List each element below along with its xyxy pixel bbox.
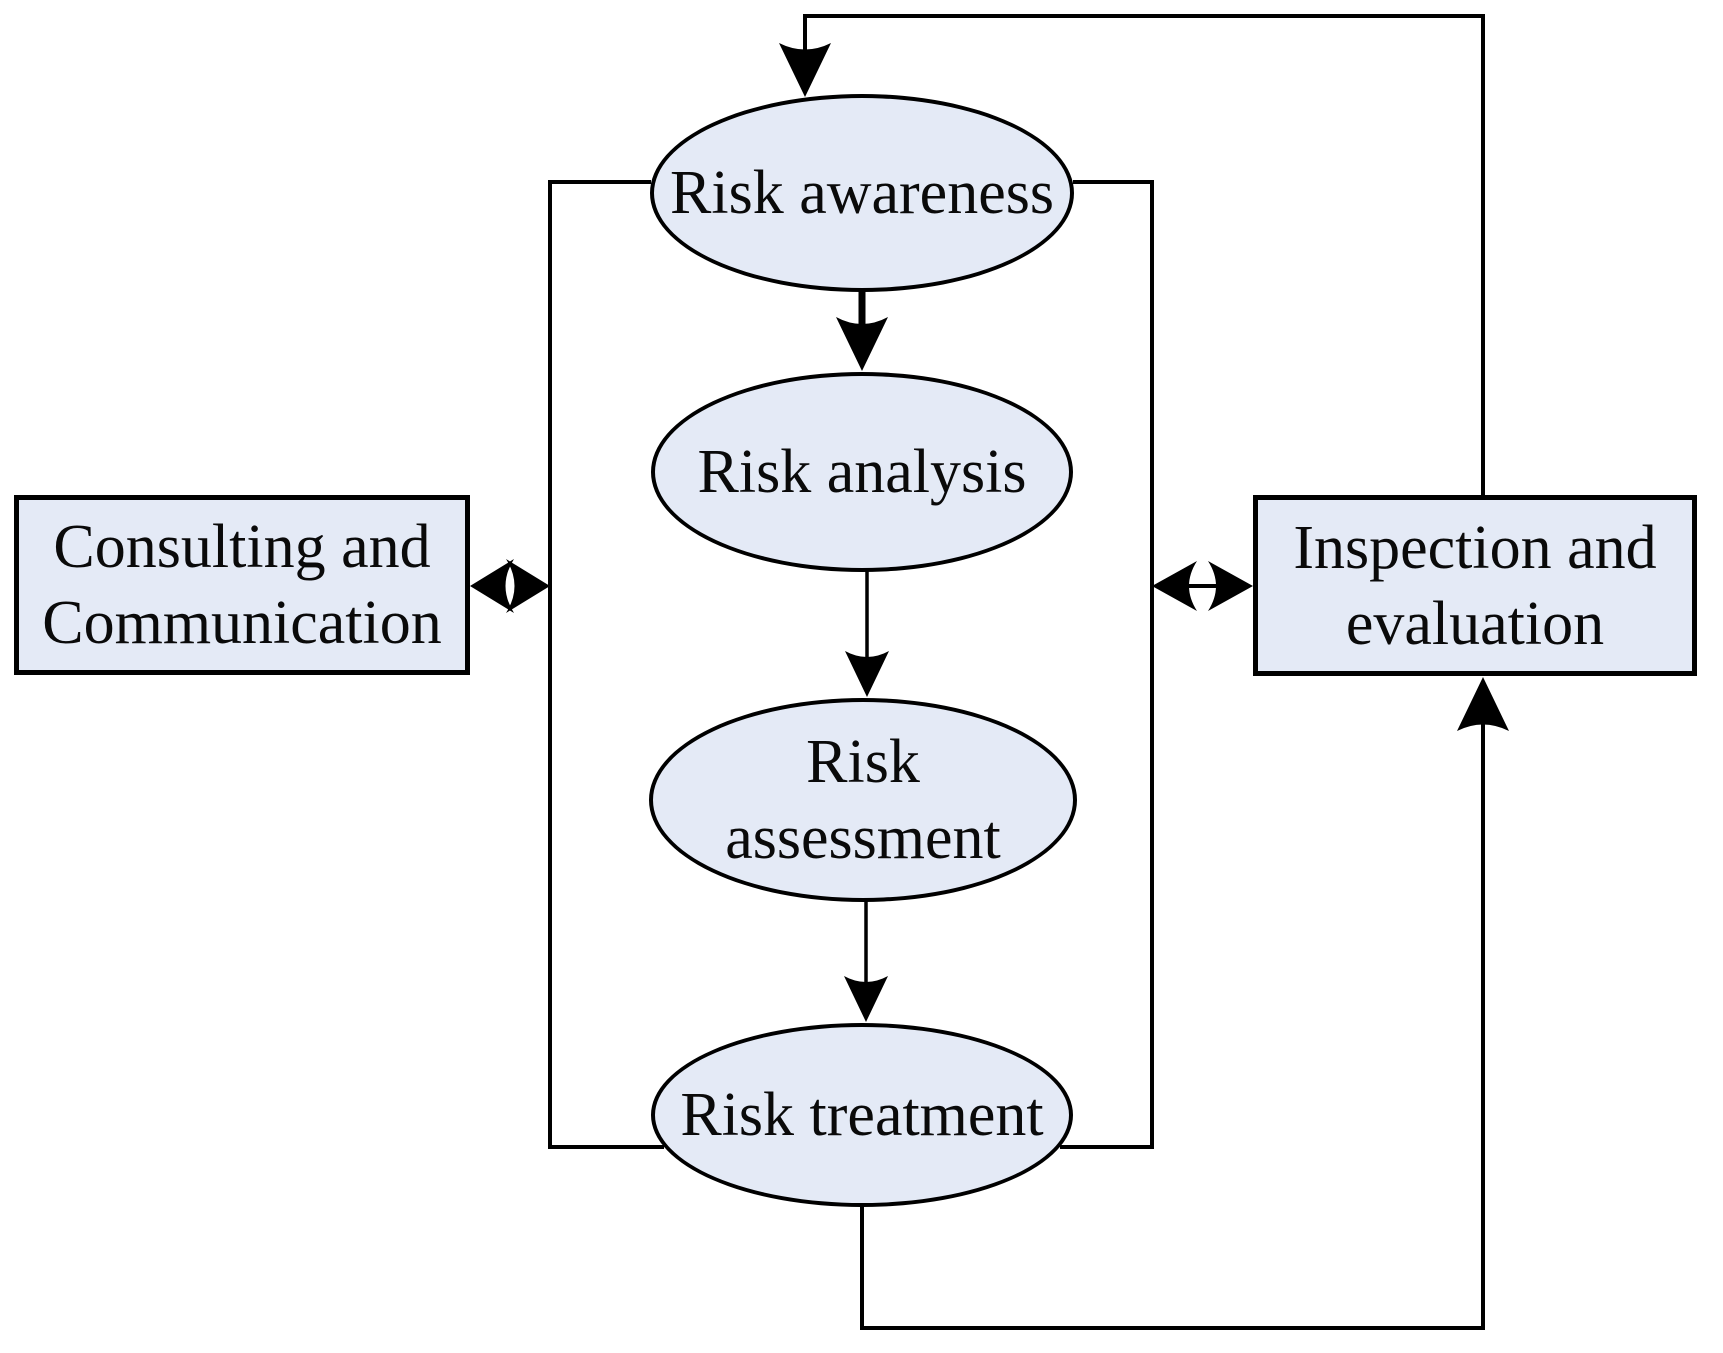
arrow-assessment-to-treatment-head xyxy=(844,976,888,1022)
outer-loop-bottom-line xyxy=(860,716,1485,1330)
arrowhead-into-risk-awareness xyxy=(779,43,831,97)
double-arrowhead-left xyxy=(470,559,514,613)
double-arrowhead-right xyxy=(506,559,550,613)
double-arrowhead-right xyxy=(1208,561,1253,611)
inspection-double-arrow xyxy=(1152,561,1253,611)
node-consulting-communication: Consulting and Communication xyxy=(14,495,470,675)
consulting-double-arrow xyxy=(470,559,550,613)
inner-loop-left-line xyxy=(548,180,664,1149)
node-inspection-evaluation: Inspection and evaluation xyxy=(1253,495,1697,676)
arrow-awareness-to-analysis-head xyxy=(836,317,888,371)
node-risk-assessment: Risk assessment xyxy=(649,698,1077,902)
node-label-line2: evaluation xyxy=(1345,589,1605,658)
inner-loop xyxy=(548,180,1154,1149)
node-label: Risk analysis xyxy=(697,438,1027,506)
double-arrowhead-left xyxy=(1152,561,1197,611)
outer-loop-top-line xyxy=(803,14,1485,500)
node-label-line1: Risk xyxy=(806,728,920,796)
node-label: Risk treatment xyxy=(680,1081,1044,1149)
node-label-line2: assessment xyxy=(725,804,1001,872)
node-risk-treatment: Risk treatment xyxy=(651,1023,1073,1207)
node-risk-analysis: Risk analysis xyxy=(651,372,1073,572)
node-label: Risk awareness xyxy=(670,159,1054,227)
node-label-line2: Communication xyxy=(42,589,442,657)
outer-feedback-loop xyxy=(779,14,1509,1330)
arrow-analysis-to-assessment-head xyxy=(845,651,889,697)
node-label-line1: Consulting and xyxy=(53,513,431,581)
node-risk-awareness: Risk awareness xyxy=(650,94,1074,292)
node-label-line1: Inspection and xyxy=(1293,513,1657,582)
inner-loop-right-line xyxy=(1060,180,1154,1149)
flow-arrows xyxy=(836,288,889,1022)
arrowhead-into-inspection-box xyxy=(1457,677,1509,731)
